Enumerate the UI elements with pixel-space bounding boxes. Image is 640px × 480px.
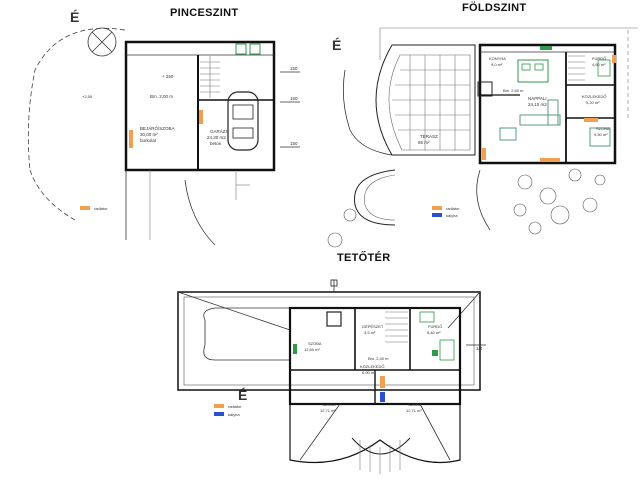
room-floor: beton xyxy=(210,141,222,146)
room-area: 5,20 m² xyxy=(586,100,600,105)
room-area: 3,5 m² xyxy=(364,330,376,335)
legend-label: kályha xyxy=(446,213,458,218)
elevation-mark: 150 xyxy=(290,141,298,146)
attic-plan: GÉPÉSZET 3,5 m² FÜRDŐ 6,40 m² KÖZLEKEDŐ … xyxy=(177,279,486,474)
room-name: KÖZLEKEDŐ xyxy=(360,364,384,369)
room-name: GÉPÉSZET xyxy=(362,324,384,329)
room-name: KÖZLEKEDŐ xyxy=(582,94,606,99)
north-compass-letter: É xyxy=(332,37,341,53)
room-name: FÜRDŐ xyxy=(428,324,442,329)
basement-plan: É BEJÁRÓ/SZOBA 30,00 m² burkolat GARÁZS … xyxy=(27,9,300,246)
elevation-mark: 150 xyxy=(290,66,298,71)
room-area: 9,50 m² xyxy=(594,132,608,137)
room-name: GARÁZS xyxy=(210,128,229,134)
legend-label: radiátor xyxy=(228,404,242,409)
room-name: SZOBA xyxy=(308,341,322,346)
room-area: 30,00 m² xyxy=(140,132,158,137)
radiator-marker xyxy=(129,130,133,148)
radiator-marker xyxy=(380,376,385,388)
attic-title: TETŐTÉR xyxy=(337,252,391,264)
ground-plan: É TERASZ 85 m² xyxy=(327,27,638,248)
room-floor: burkolat xyxy=(140,138,157,143)
room-name: KONYHA xyxy=(489,56,506,61)
ceiling-height: Bm. 2,40 m xyxy=(368,356,389,361)
elevation-mark: 1/4 xyxy=(476,346,483,351)
svg-text:+2,50: +2,50 xyxy=(82,94,93,99)
north-compass-letter: É xyxy=(70,9,79,25)
room-name: FÜRDŐ xyxy=(592,56,606,61)
north-compass-circle xyxy=(87,27,117,57)
ceiling-height: Bm. 2,00 m xyxy=(150,94,173,99)
radiator-marker xyxy=(199,110,203,124)
room-area: 24,10 m2 xyxy=(528,102,547,107)
room-area: 9,0 m² xyxy=(491,62,503,67)
elevation-mark: 160 xyxy=(290,96,298,101)
room-name: SZOBA xyxy=(322,402,336,407)
terrace-label: TERASZ xyxy=(420,134,438,139)
legend-label: radiátor xyxy=(94,206,108,211)
basement-outline xyxy=(124,40,276,172)
garage-car-icon xyxy=(227,91,259,151)
room-name: SZOBA xyxy=(596,126,610,131)
ceiling-height: Bm. 2,50 m xyxy=(503,88,524,93)
fireplace-icon xyxy=(477,81,493,97)
radiator-marker xyxy=(612,55,616,63)
ground-title: FÖLDSZINT xyxy=(462,2,527,14)
room-area: 4,60 m² xyxy=(592,62,606,67)
elevation-mark: + 250 xyxy=(162,74,174,79)
terrace-area: 85 m² xyxy=(418,140,430,145)
legend-label: radiátor xyxy=(446,206,460,211)
room-area: 6,90 m² xyxy=(362,370,376,375)
basement-title: PINCESZINT xyxy=(170,7,239,19)
room-name: NAPPALI xyxy=(528,96,547,101)
chimney-icon xyxy=(326,311,342,327)
legend-label: kályha xyxy=(228,412,240,417)
room-area: 12,71 m² xyxy=(320,408,336,413)
radiator-marker xyxy=(540,158,560,162)
room-area: 6,40 m² xyxy=(427,330,441,335)
room-name: SZOBA xyxy=(408,402,422,407)
room-area: 24,30 m2 xyxy=(207,135,226,140)
ground-outline xyxy=(478,43,617,165)
room-name: BEJÁRÓ/SZOBA xyxy=(140,125,175,131)
north-compass-letter: É xyxy=(238,387,247,403)
radiator-marker xyxy=(482,148,486,160)
room-area: 12,71 m² xyxy=(406,408,422,413)
radiator-marker xyxy=(584,118,598,122)
roof-outline xyxy=(177,291,481,391)
fireplace-marker xyxy=(380,392,385,402)
room-area: 12,60 m² xyxy=(304,347,320,352)
